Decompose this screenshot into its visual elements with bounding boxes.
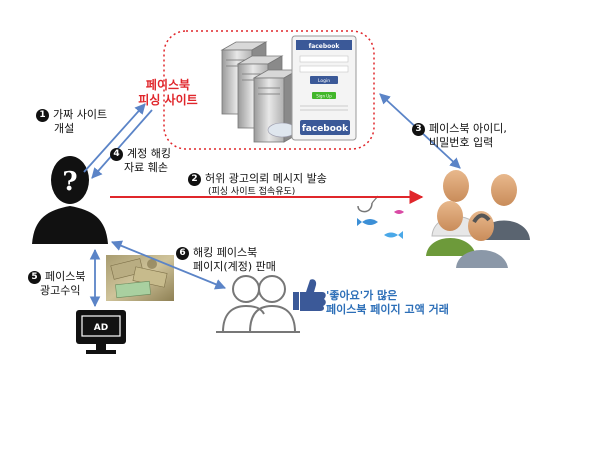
step4-line1: 계정 해킹: [127, 147, 171, 160]
arrow-create-fake-site: [83, 103, 146, 173]
phishing-site-label: 페이스북 피싱 사이트: [128, 78, 208, 108]
step1-label: 1 가짜 사이트 개설: [36, 108, 107, 136]
step6-line2: 페이지(계정) 판매: [193, 260, 276, 273]
step2-text: 허위 광고의뢰 메시지 발송: [205, 172, 327, 185]
phone-header: facebook: [309, 43, 341, 50]
phishing-site-label-line2: 피싱 사이트: [138, 93, 198, 107]
facebook-logo: facebook: [300, 120, 350, 135]
step5-line1: 페이스북: [45, 270, 86, 283]
phishing-site-label-line1: 페이스북: [145, 78, 191, 92]
like-caption: '좋아요'가 많은 페이스북 페이지 고액 거래: [326, 289, 449, 317]
step3-line2: 비밀번호 입력: [429, 136, 494, 149]
phone-login-button: Login: [318, 78, 330, 84]
thumbs-up-icon: [293, 279, 326, 311]
phishing-site-frame: [163, 30, 375, 150]
facebook-logo-text: facebook: [302, 124, 349, 134]
fake-login-phone: facebook Login Sign Up: [291, 35, 357, 141]
arrow-sell-page: [110, 240, 227, 290]
step1-line1: 가짜 사이트: [53, 108, 108, 121]
phone-signup-button: Sign Up: [316, 94, 332, 99]
arrow-account-hacking: [91, 109, 153, 179]
step6-line1: 해킹 페이스북: [193, 246, 258, 259]
step4-label: 4 계정 해킹 자료 훼손: [110, 147, 171, 175]
step3-line1: 페이스북 아이디,: [429, 122, 507, 135]
step5-label: 5 페이스북 광고수익: [28, 270, 85, 298]
user-group-outline-icon: [216, 275, 300, 333]
step4-line2: 자료 훼손: [124, 161, 168, 174]
step1-line2: 개설: [54, 122, 75, 135]
money-image: [106, 255, 174, 301]
fishing-hook-icon: [357, 195, 404, 239]
ad-label: AD: [94, 323, 108, 333]
step2-sub: (피싱 사이트 접속유도): [208, 187, 296, 197]
ad-monitor-icon: AD: [76, 310, 126, 354]
step5-line2: 광고수익: [40, 284, 81, 297]
like-caption-line1: '좋아요'가 많은: [326, 289, 398, 302]
step3-label: 3 페이스북 아이디, 비밀번호 입력: [412, 122, 507, 150]
step6-label: 6 해킹 페이스북 페이지(계정) 판매: [176, 246, 276, 274]
step3-number: 3: [412, 123, 425, 136]
hacker-icon: ?: [32, 156, 108, 244]
step2-number: 2: [188, 173, 201, 186]
like-caption-line2: 페이스북 페이지 고액 거래: [326, 302, 449, 316]
hacker-question-mark: ?: [62, 167, 77, 197]
step6-number: 6: [176, 247, 189, 260]
step1-number: 1: [36, 109, 49, 122]
server-icon: [220, 41, 300, 143]
step2-label: 2 허위 광고의뢰 메시지 발송: [188, 172, 327, 186]
victims-group-icon: [426, 170, 530, 268]
step4-number: 4: [110, 148, 123, 161]
step5-number: 5: [28, 271, 41, 284]
